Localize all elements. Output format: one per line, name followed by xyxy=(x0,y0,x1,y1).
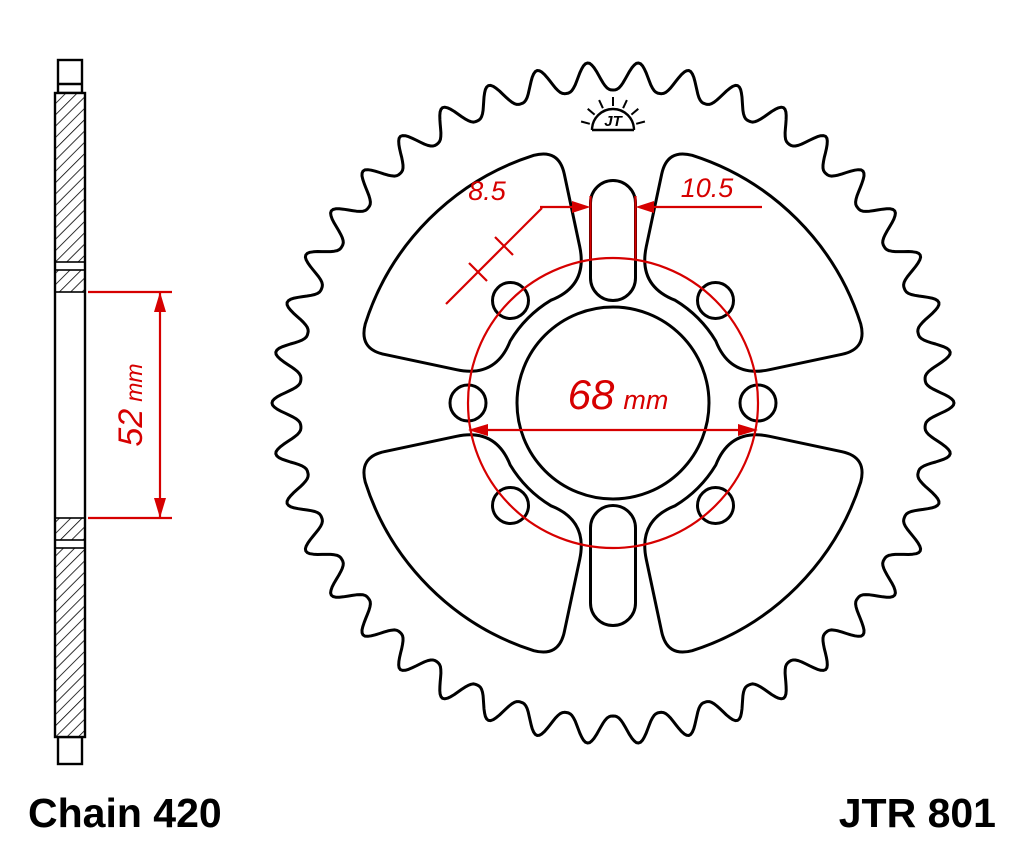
dim-10_5-label: 10.5 xyxy=(681,173,735,203)
cutout-window xyxy=(643,152,864,373)
logo-ray xyxy=(630,108,639,116)
logo-ray xyxy=(580,120,591,125)
logo-text: JT xyxy=(604,113,623,130)
jt-logo: JT xyxy=(580,97,646,132)
arrow-up xyxy=(154,292,166,312)
bolt-circle xyxy=(466,256,760,550)
logo-ray xyxy=(598,99,604,109)
arrow-right xyxy=(635,201,654,213)
dim-52-label: 52mm xyxy=(112,363,150,446)
leader-line xyxy=(445,207,543,305)
logo-sun-rays xyxy=(580,97,646,125)
sprocket-front-view: JT xyxy=(270,61,956,745)
center-bore xyxy=(515,305,711,501)
part-number-label: JTR 801 xyxy=(839,790,996,836)
adjuster-slot-top xyxy=(589,179,637,302)
sprocket-side-view xyxy=(53,58,87,766)
lightening-cutouts xyxy=(362,152,864,654)
chain-size-label: Chain 420 xyxy=(28,790,222,836)
arrow-right xyxy=(738,424,758,436)
arrow-left xyxy=(572,201,591,213)
captions: Chain 420 JTR 801 xyxy=(28,790,996,836)
tick-2 xyxy=(494,236,514,256)
shaft-bottom-cap xyxy=(56,735,84,766)
cutout-window xyxy=(643,433,864,654)
logo-ray xyxy=(635,120,646,125)
dimension-10_5: 10.5 xyxy=(540,173,762,260)
dim-8_5-label: 8.5 xyxy=(468,176,507,206)
arrow-down xyxy=(154,498,166,518)
shaft-top-cap xyxy=(56,58,84,95)
logo-ray xyxy=(587,108,596,116)
arrow-left xyxy=(468,424,488,436)
hatch-band xyxy=(54,269,86,293)
logo-arc xyxy=(590,107,636,131)
dimension-52mm: 52mm xyxy=(88,290,172,520)
cutout-window xyxy=(362,152,583,373)
side-view-outline xyxy=(53,91,87,739)
hatch-band xyxy=(54,547,86,738)
cutout-window xyxy=(362,433,583,654)
adjuster-slot-bottom xyxy=(589,504,637,627)
section-hatch-bands xyxy=(54,92,86,738)
hatch-band xyxy=(54,517,86,541)
logo-ray xyxy=(622,99,628,109)
dimension-8_5: 8.5 xyxy=(445,176,543,305)
hatch-band xyxy=(54,92,86,263)
tick-1 xyxy=(468,262,488,282)
